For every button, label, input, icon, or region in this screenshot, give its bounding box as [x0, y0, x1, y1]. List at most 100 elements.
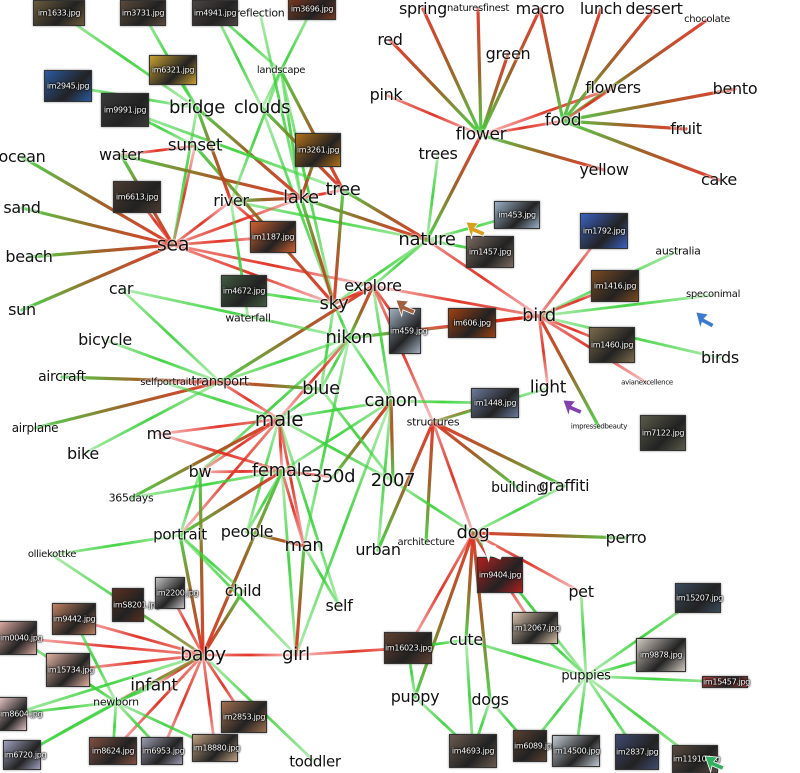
tag-node-portrait[interactable]: portrait [153, 525, 207, 544]
tag-node-nature[interactable]: nature [398, 229, 456, 250]
tag-node-olliekottke[interactable]: olliekottke [27, 549, 77, 560]
tag-node-beach[interactable]: beach [5, 247, 53, 266]
tag-node-toddler[interactable]: toddler [289, 752, 341, 771]
image-thumbnail-im7122[interactable]: im7122.jpg [640, 415, 686, 451]
tag-node-red[interactable]: red [377, 30, 403, 49]
tag-node-infant[interactable]: infant [130, 675, 178, 696]
tag-node-ocean[interactable]: ocean [0, 147, 46, 166]
tag-node-bridge[interactable]: bridge [169, 97, 225, 118]
tag-node-bw[interactable]: bw [188, 462, 212, 481]
tag-node-child[interactable]: child [224, 581, 262, 600]
tag-node-sun[interactable]: sun [8, 300, 36, 319]
tag-node-water[interactable]: water [98, 145, 144, 164]
tag-node-people[interactable]: people [220, 522, 274, 541]
image-thumbnail-im459[interactable]: im459.jpg [389, 308, 428, 354]
tag-node-spring[interactable]: spring [398, 0, 448, 18]
tag-node-lake[interactable]: lake [283, 187, 319, 208]
tag-node-sea[interactable]: sea [156, 233, 190, 256]
tag-node-waterfall[interactable]: waterfall [225, 311, 271, 325]
tag-node-selfportrait[interactable]: selfportrait [140, 377, 192, 388]
tag-node-green[interactable]: green [485, 44, 531, 63]
image-thumbnail-im4941[interactable]: im4941.jpg [192, 0, 238, 26]
tag-node-macro[interactable]: macro [515, 0, 565, 18]
image-thumbnail-im1460[interactable]: im1460.jpg [589, 327, 635, 363]
tag-node-australia[interactable]: australia [655, 244, 701, 258]
tag-node-bike[interactable]: bike [67, 444, 99, 463]
tag-node-puppies[interactable]: puppies [561, 668, 611, 684]
tag-node-speconimal[interactable]: speconimal [685, 289, 741, 300]
image-thumbnail-im453[interactable]: im453.jpg [494, 201, 540, 229]
image-thumbnail-im9991[interactable]: im9991.jpg [101, 93, 149, 127]
tag-node-350d[interactable]: 350d [310, 466, 356, 487]
image-thumbnail-im8624[interactable]: im8624.jpg [89, 737, 137, 765]
image-thumbnail-im2200[interactable]: im2200.jpg [155, 577, 199, 609]
tag-node-river[interactable]: river [213, 191, 249, 210]
tag-node-lunch[interactable]: lunch [579, 0, 623, 18]
tag-node-trees[interactable]: trees [418, 144, 458, 163]
tag-node-light[interactable]: light [529, 377, 567, 398]
image-thumbnail-im1187[interactable]: im1187.jpg [250, 221, 296, 253]
tag-node-me[interactable]: me [146, 424, 172, 443]
tag-node-nikon[interactable]: nikon [325, 327, 373, 348]
tag-node-blue[interactable]: blue [302, 378, 340, 399]
image-thumbnail-im1633[interactable]: im1633.jpg [33, 0, 85, 26]
tag-node-pink[interactable]: pink [369, 85, 403, 104]
tag-node-yellow[interactable]: yellow [579, 160, 629, 179]
tag-node-aircraft[interactable]: aircraft [38, 369, 86, 385]
image-thumbnail-im4693[interactable]: im4693.jpg [449, 734, 497, 768]
image-thumbnail-im0040[interactable]: im0040.jpg [0, 621, 43, 655]
tag-node-building[interactable]: building [491, 480, 545, 496]
tag-node-landscape[interactable]: landscape [256, 65, 306, 76]
tag-node-flowers[interactable]: flowers [585, 78, 641, 97]
tag-node-bird[interactable]: bird [522, 305, 556, 326]
tag-node-baby[interactable]: baby [180, 643, 226, 666]
tag-node-tree[interactable]: tree [325, 179, 361, 200]
image-thumbnail-im14500[interactable]: im14500.jpg [552, 735, 600, 767]
tag-node-naturesfinest[interactable]: naturesfinest [447, 3, 509, 14]
image-thumbnail-im6953[interactable]: im6953.jpg [141, 737, 185, 765]
image-thumbnail-im9442[interactable]: im9442.jpg [52, 603, 96, 635]
image-thumbnail-im8604[interactable]: im8604.jpg [0, 697, 43, 731]
tag-node-flower[interactable]: flower [455, 124, 507, 145]
tag-node-sky[interactable]: sky [319, 293, 349, 314]
image-thumbnail-im15207[interactable]: im15207.jpg [675, 583, 723, 613]
image-thumbnail-im3731[interactable]: im3731.jpg [120, 0, 166, 26]
image-thumbnail-im15457[interactable]: im15457.jpg [702, 676, 750, 688]
image-thumbnail-im12067[interactable]: im12067.jpg [512, 612, 560, 644]
tag-node-impressedbeauty[interactable]: impressedbeauty [570, 422, 628, 431]
tag-node-2007[interactable]: 2007 [370, 470, 416, 491]
image-thumbnail-im6613[interactable]: im6613.jpg [113, 181, 161, 213]
tag-node-food[interactable]: food [544, 110, 582, 131]
tag-node-transport[interactable]: transport [191, 374, 249, 390]
tag-node-sand[interactable]: sand [3, 198, 41, 217]
tag-node-avianexcellence[interactable]: avianexcellence [621, 378, 673, 387]
image-thumbnail-im2837[interactable]: im2837.jpg [615, 734, 659, 770]
tag-node-girl[interactable]: girl [282, 644, 310, 665]
tag-node-dog[interactable]: dog [456, 522, 490, 543]
image-thumbnail-im9878[interactable]: im9878.jpg [636, 638, 686, 672]
image-thumbnail-im6321[interactable]: im6321.jpg [149, 55, 197, 85]
image-thumbnail-im1792[interactable]: im1792.jpg [580, 213, 628, 249]
tag-node-reflection[interactable]: reflection [235, 6, 285, 20]
tag-node-dogs[interactable]: dogs [471, 690, 509, 709]
image-thumbnail-im18880[interactable]: im18880.jpg [192, 734, 240, 762]
tag-node-self[interactable]: self [325, 596, 353, 615]
tag-node-canon[interactable]: canon [364, 390, 418, 411]
tag-node-365days[interactable]: 365days [108, 491, 154, 505]
tag-node-newborn[interactable]: newborn [93, 695, 139, 709]
image-thumbnail-im1457[interactable]: im1457.jpg [466, 236, 514, 268]
tag-node-architecture[interactable]: architecture [397, 537, 455, 548]
tag-node-dessert[interactable]: dessert [625, 0, 683, 18]
image-thumbnail-im6089[interactable]: im6089.jpg [513, 730, 557, 762]
image-thumbnail-im1448[interactable]: im1448.jpg [471, 388, 519, 418]
tag-node-female[interactable]: female [251, 460, 313, 481]
tag-node-fruit[interactable]: fruit [670, 119, 702, 138]
tag-node-cake[interactable]: cake [701, 170, 737, 189]
image-thumbnail-im2853[interactable]: im2853.jpg [221, 701, 267, 733]
tag-node-urban[interactable]: urban [355, 540, 401, 559]
tag-node-clouds[interactable]: clouds [233, 97, 291, 118]
tag-node-chocolate[interactable]: chocolate [684, 14, 730, 25]
tag-node-birds[interactable]: birds [701, 348, 739, 367]
tag-node-male[interactable]: male [254, 407, 304, 431]
tag-node-man[interactable]: man [284, 535, 324, 556]
